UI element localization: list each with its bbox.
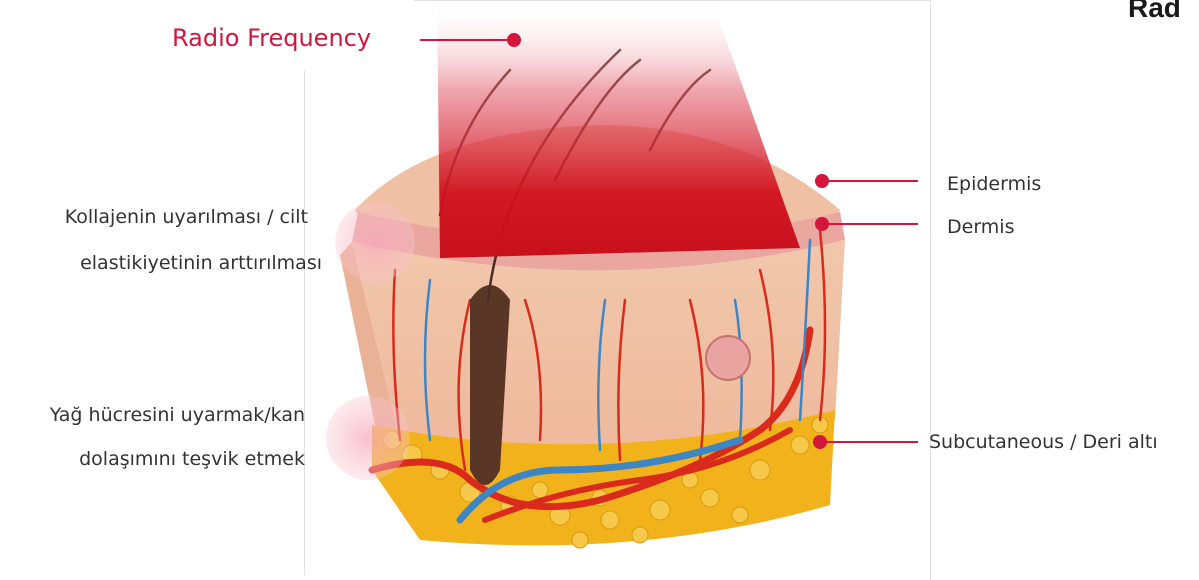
epidermis-label: Epidermis bbox=[947, 166, 1041, 202]
fat-glow bbox=[326, 396, 410, 480]
collagen-label-line2: elastikiyetinin arttırılması bbox=[0, 245, 322, 281]
radio-frequency-label: Radio Frequency bbox=[172, 24, 371, 52]
subcutaneous-label: Subcutaneous / Deri altı bbox=[929, 424, 1158, 460]
sweat-gland bbox=[706, 336, 750, 380]
fat-label-line1: Yağ hücresini uyarmak/kan bbox=[0, 397, 305, 433]
rf-beam bbox=[437, 0, 800, 258]
fat-label-line2: dolaşımını teşvik etmek bbox=[0, 441, 305, 477]
collagen-glow bbox=[335, 202, 415, 282]
collagen-label-line1: Kollajenin uyarılması / cilt bbox=[0, 199, 308, 235]
dermis-label: Dermis bbox=[947, 209, 1014, 245]
